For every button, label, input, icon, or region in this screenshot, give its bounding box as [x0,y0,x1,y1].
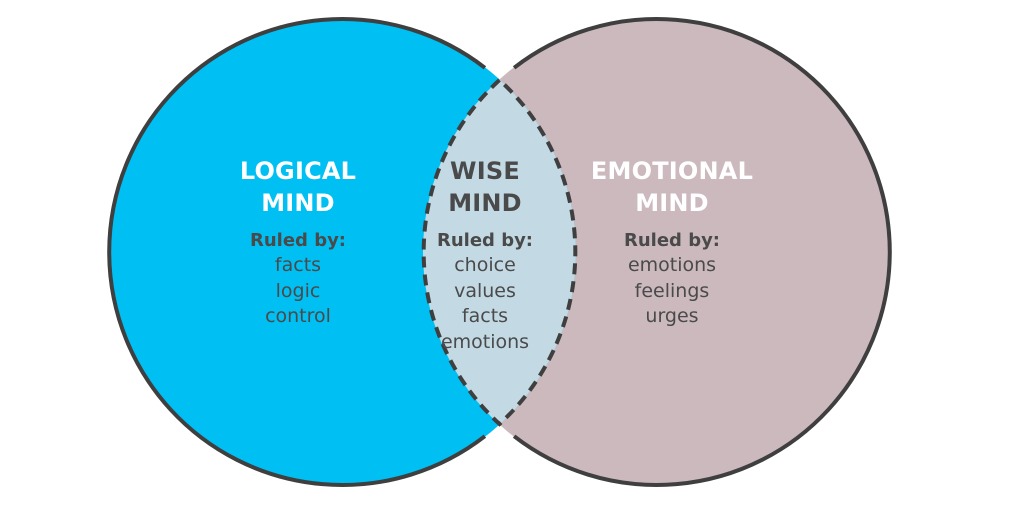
logical-ruled-by: Ruled by: [249,230,347,251]
emotional-title-line2: MIND [635,189,709,217]
emotional-item: feelings [634,279,710,302]
logical-item: facts [274,254,322,276]
emotional-mind-label: EMOTIONAL MIND Ruled by: emotions feelin… [552,155,792,330]
emotional-item: emotions [627,254,717,276]
emotional-ruled-by: Ruled by: [623,230,721,251]
wise-intersection [423,19,576,485]
wise-item: emotions [440,330,530,353]
wise-items: choice values facts emotions [405,253,565,355]
emotional-item: urges [645,305,699,327]
logical-title-line2: MIND [261,189,335,217]
logical-title-line1: LOGICAL [239,157,357,185]
wise-title-line2: MIND [448,189,522,217]
wise-item: facts [461,305,509,327]
logical-item: control [265,305,331,327]
logical-outline [107,17,487,487]
emotional-title-line1: EMOTIONAL [590,157,754,185]
wise-ruled-by: Ruled by: [436,230,534,251]
wise-item: values [454,279,516,302]
logical-items: facts logic control [198,253,398,330]
emotional-outline [512,17,892,487]
logical-item: logic [275,279,321,302]
wise-dashed-outline [421,77,578,427]
emotional-items: emotions feelings urges [552,253,792,330]
wise-title-line1: WISE [450,157,520,185]
wise-mind-label: WISE MIND Ruled by: choice values facts … [405,155,565,355]
wise-item: choice [454,254,516,276]
logical-mind-label: LOGICAL MIND Ruled by: facts logic contr… [198,155,398,330]
